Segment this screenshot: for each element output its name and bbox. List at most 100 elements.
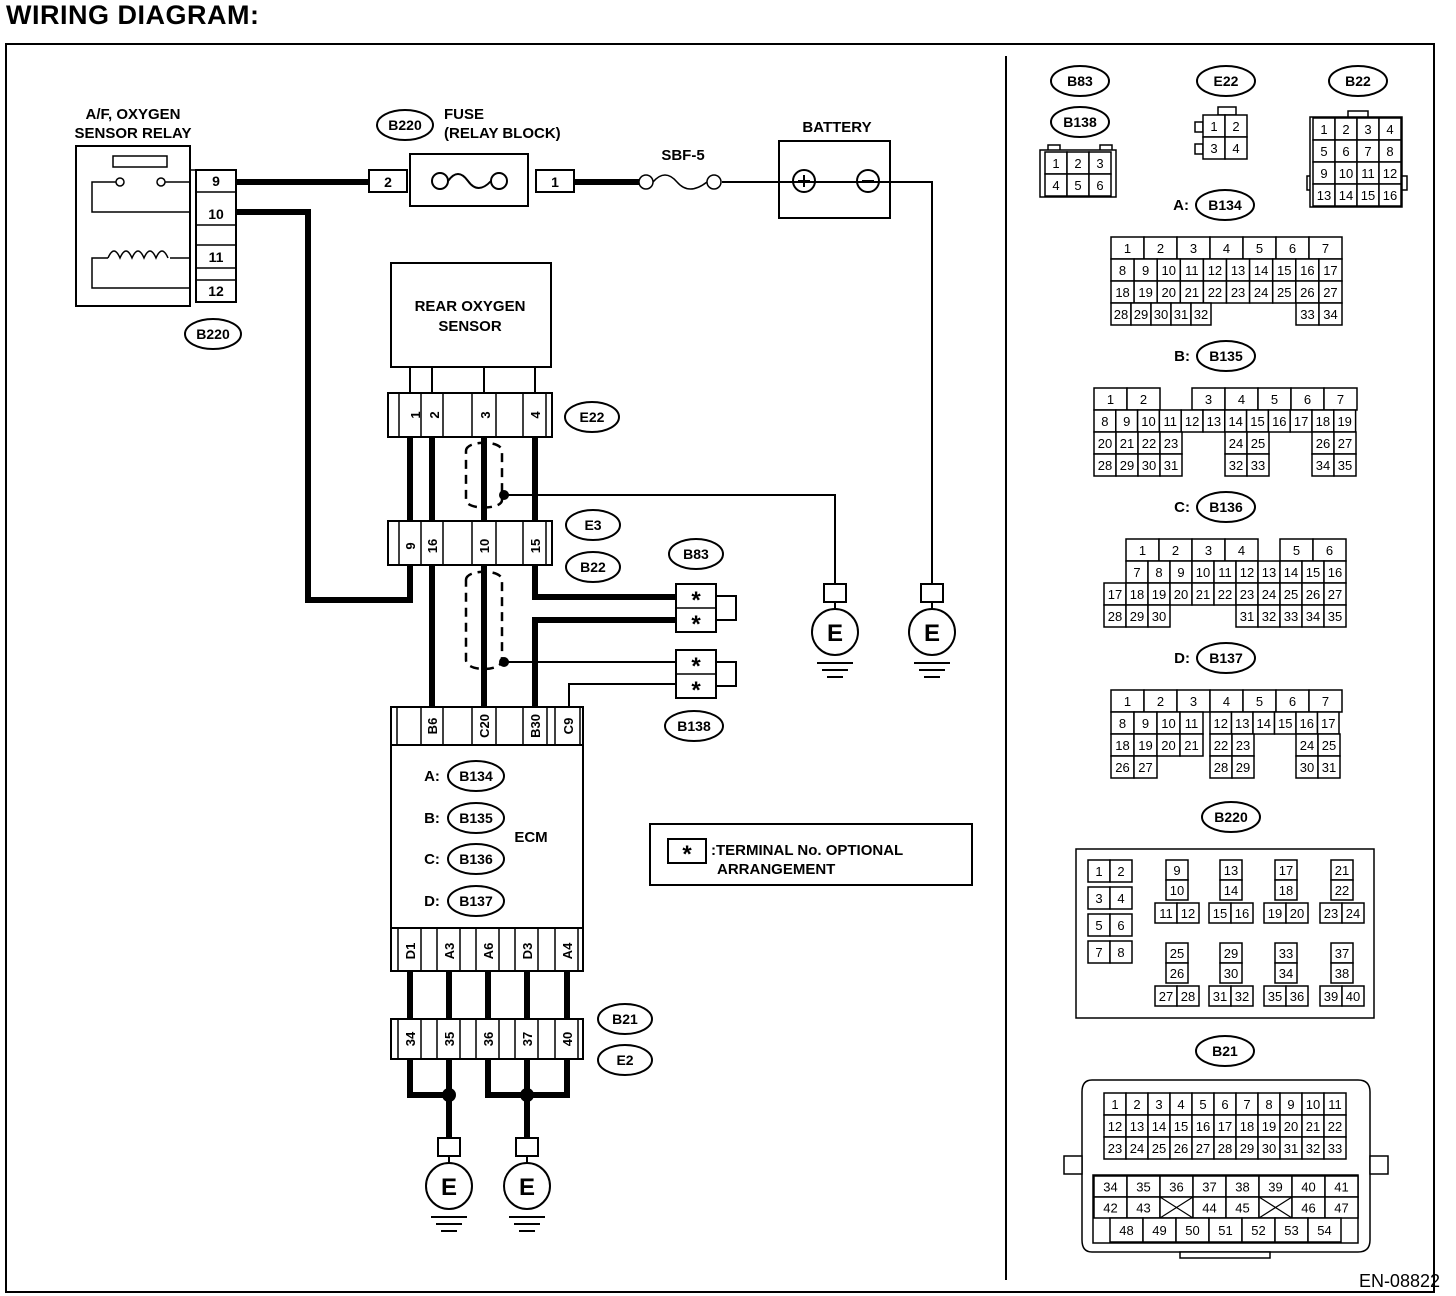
fuse-relay-block: B220 FUSE (RELAY BLOCK) 2 1 [368,106,575,207]
relay-label-1: A/F, OXYGEN [85,106,180,123]
view-b220-pin-25: 25 [1170,946,1184,961]
view-b22-pin-2: 2 [1342,122,1349,137]
view-b134-pin-28: 28 [1114,307,1128,322]
view-b21-pin-52: 52 [1251,1223,1265,1238]
page-title: WIRING DIAGRAM: [6,0,260,30]
view-b220-pin-3: 3 [1095,891,1102,906]
view-e22-pin-1: 1 [1210,119,1217,134]
view-b21-pin-32: 32 [1306,1141,1320,1156]
view-b136-pin-33: 33 [1284,609,1298,624]
view-b22-pin-11: 11 [1361,166,1375,181]
view-b21-pin-29: 29 [1240,1141,1254,1156]
sbf-fuse: SBF-5 [638,147,722,190]
view-b134-pin-4: 4 [1223,241,1230,256]
view-b137-pin-5: 5 [1256,694,1263,709]
view-b137-pin-10: 10 [1161,716,1175,731]
ecm-pin-a3: A3 [442,943,457,960]
e22-pin-3: 3 [478,411,493,418]
view-b137-pin-3: 3 [1190,694,1197,709]
view-b22-pin-15: 15 [1361,188,1375,203]
view-b220-pin-32: 32 [1235,989,1249,1004]
view-b134-pin-30: 30 [1154,307,1168,322]
view-b136-pin-26: 26 [1306,587,1320,602]
ecm-pin-a6: A6 [481,943,496,960]
view-b135-pin-35: 35 [1338,458,1352,473]
view-b220-pin-9: 9 [1173,863,1180,878]
view-b137-pin-14: 14 [1257,716,1271,731]
e22-pin-1: 1 [408,411,423,418]
view-b21-pin-21: 21 [1306,1119,1320,1134]
view-b220-pin-27: 27 [1159,989,1173,1004]
view-b21-pin-14: 14 [1152,1119,1166,1134]
view-b134-pin-5: 5 [1256,241,1263,256]
view-b137-label-oval [1196,642,1256,674]
view-b220-pin-30: 30 [1224,966,1238,981]
view-b220-pin-34: 34 [1279,966,1293,981]
e3-pin-10: 10 [477,539,492,553]
view-b21-pin-54: 54 [1317,1223,1331,1238]
view-b135-pin-17: 17 [1294,414,1308,429]
view-b220-pin-8: 8 [1117,945,1124,960]
ecm-conn-b: B135 [459,810,493,826]
view-b136-pin-15: 15 [1306,565,1320,580]
view-b220-pin-16: 16 [1235,906,1249,921]
view-b137-pin-18: 18 [1115,738,1129,753]
e3-pin-9: 9 [403,542,418,549]
view-b134-pin-32: 32 [1194,307,1208,322]
view-b136-label: B136 [1209,499,1243,515]
view-b136-pin-12: 12 [1240,565,1254,580]
view-b134-pin-11: 11 [1185,263,1199,278]
view-b135-label-oval [1196,340,1256,372]
view-b135-pin-30: 30 [1142,458,1156,473]
view-b134-pin-7: 7 [1322,241,1329,256]
view-b134-pin-20: 20 [1162,285,1176,300]
view-b21-pin-39: 39 [1268,1180,1282,1195]
view-b134-pin-14: 14 [1254,263,1268,278]
joint-connector-e3-b22: 9 16 10 15 E3 B22 [387,509,621,583]
view-b136-pin-25: 25 [1284,587,1298,602]
view-b134-pin-22: 22 [1208,285,1222,300]
view-b134-pin-17: 17 [1323,263,1337,278]
view-b220-pin-2: 2 [1117,864,1124,879]
battery-label: BATTERY [802,119,871,136]
view-b136-pin-18: 18 [1130,587,1144,602]
view-b83-pin-6: 6 [1096,178,1103,193]
view-b21-pin-11: 11 [1328,1097,1342,1112]
view-b220-pin-1: 1 [1095,864,1102,879]
battery: BATTERY [778,119,891,219]
view-b21-pin-1: 1 [1111,1097,1118,1112]
e2-connector-label: E2 [616,1052,633,1068]
view-b137-pin-6: 6 [1289,694,1296,709]
view-e22-pin-2: 2 [1232,119,1239,134]
view-b136-pin-14: 14 [1284,565,1298,580]
view-b220-pin-5: 5 [1095,918,1102,933]
view-b137-pin-13: 13 [1235,716,1249,731]
view-b136-pin-2: 2 [1172,543,1179,558]
view-b21-pin-5: 5 [1199,1097,1206,1112]
view-b137-pin-24: 24 [1300,738,1314,753]
view-b21-pin-24: 24 [1130,1141,1144,1156]
view-b136-pin-24: 24 [1262,587,1276,602]
view-b135-pin-12: 12 [1185,414,1199,429]
view-b136-pin-27: 27 [1328,587,1342,602]
fuse-connector-label: B220 [388,117,422,133]
view-b135-pin-20: 20 [1098,436,1112,451]
view-b220-pin-37: 37 [1335,946,1349,961]
view-b137-pin-4: 4 [1223,694,1230,709]
view-b136-pin-29: 29 [1130,609,1144,624]
view-b21-pin-33: 33 [1328,1141,1342,1156]
b138-pin-b: * [691,677,701,704]
view-b21-pin-38: 38 [1235,1180,1249,1195]
view-b135-pin-27: 27 [1338,436,1352,451]
view-b135-pin-10: 10 [1141,414,1155,429]
view-b136-pin-28: 28 [1108,609,1122,624]
view-b83-pin-2: 2 [1074,156,1081,171]
view-b220-pin-15: 15 [1213,906,1227,921]
view-b21-pin-7: 7 [1243,1097,1250,1112]
b21-pin-36: 36 [481,1032,496,1046]
view-b220-pin-11: 11 [1159,906,1173,921]
sbf-label: SBF-5 [661,147,704,164]
view-b22-pin-7: 7 [1364,144,1371,159]
view-b135-pin-11: 11 [1164,414,1178,429]
view-b83-pin-5: 5 [1074,178,1081,193]
